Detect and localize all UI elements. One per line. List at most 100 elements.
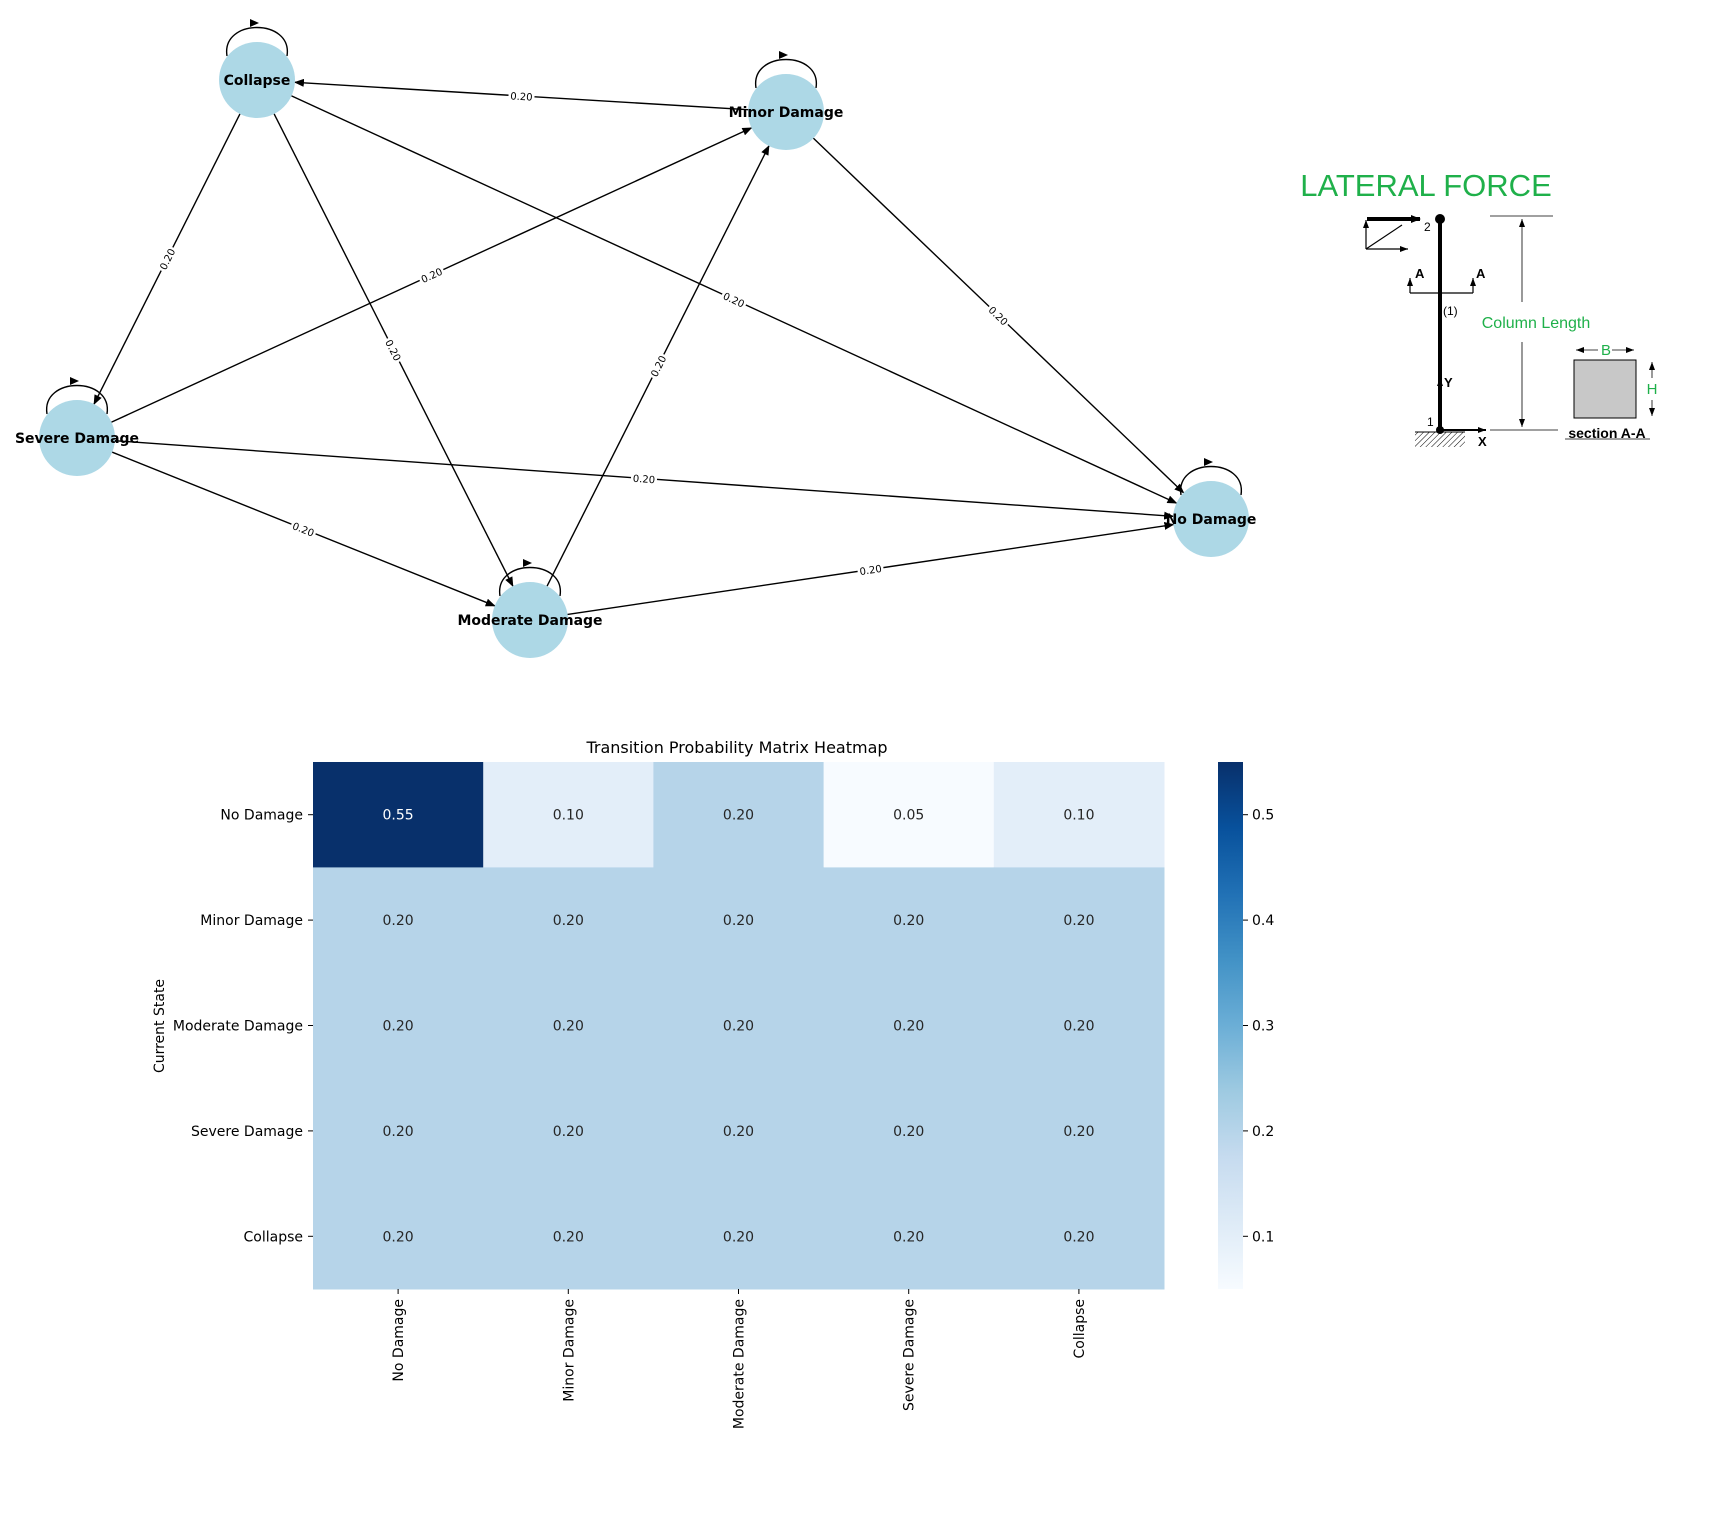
y-axis-label: Y: [1444, 375, 1453, 390]
heatmap-cell-value-1-1: 0.20: [553, 913, 584, 929]
heatmap-cell-0-1: [483, 762, 654, 868]
transition-heatmap: Transition Probability Matrix Heatmap 0.…: [152, 738, 1274, 1429]
heatmap-cell-value-3-4: 0.20: [1063, 1124, 1094, 1140]
heatmap-cell-value-4-2: 0.20: [723, 1229, 754, 1245]
heatmap-cell-value-2-3: 0.20: [893, 1019, 924, 1035]
graph-self-loops: [46, 19, 1242, 597]
heatmap-cell-1-1: [483, 867, 654, 974]
node-label-severe-damage: Severe Damage: [15, 431, 139, 447]
cut-label-left: A: [1415, 266, 1425, 281]
node-minor-damage: [748, 74, 824, 150]
heatmap-cell-2-1: [483, 972, 654, 1079]
heatmap-cell-2-0: [313, 972, 484, 1079]
heatmap-cell-0-3: [823, 762, 995, 868]
heatmap-cell-value-0-4: 0.10: [1063, 808, 1094, 824]
edge-collapse-to-severe-damage-label: 0.20: [158, 247, 178, 272]
col-label-minor-damage: Minor Damage: [561, 1299, 577, 1402]
section-width-label: B: [1601, 342, 1611, 359]
node-moderate-damage: [492, 582, 568, 658]
heatmap-cell-4-2: [653, 1183, 825, 1290]
heatmap-cell-3-3: [823, 1078, 995, 1185]
heatmap-cell-3-1: [483, 1078, 654, 1185]
col-label-moderate-damage: Moderate Damage: [732, 1299, 748, 1429]
heatmap-cell-value-2-1: 0.20: [553, 1019, 584, 1035]
edge-severe-damage-to-moderate-damage-label: 0.20: [291, 521, 316, 540]
y-axis-title: Current State: [152, 979, 168, 1073]
heatmap-cell-value-3-1: 0.20: [553, 1124, 584, 1140]
heatmap-cell-value-0-1: 0.10: [553, 808, 584, 824]
heatmap-cell-3-2: [653, 1078, 825, 1185]
self-loop-moderate-damage: [499, 566, 561, 597]
inset-title: LATERAL FORCE: [1300, 168, 1552, 203]
colorbar-tick-label-0-4: 0.4: [1252, 913, 1274, 929]
heatmap-cell-value-3-0: 0.20: [383, 1124, 414, 1140]
heatmap-cell-value-1-3: 0.20: [893, 913, 924, 929]
col-label-severe-damage: Severe Damage: [902, 1299, 918, 1411]
edge-severe-damage-to-no-damage-label: 0.20: [632, 474, 655, 487]
node-label-collapse: Collapse: [224, 73, 291, 89]
heatmap-title: Transition Probability Matrix Heatmap: [585, 738, 887, 757]
heatmap-cell-value-2-2: 0.20: [723, 1019, 754, 1035]
edge-moderate-damage-to-no-damage-label-bg: [856, 560, 885, 578]
heatmap-cell-value-1-4: 0.20: [1063, 913, 1094, 929]
column-length-label: Column Length: [1482, 315, 1591, 332]
section-height-label: H: [1647, 381, 1658, 398]
top-joint: [1435, 214, 1445, 224]
self-loop-arrow-minor-damage: [779, 51, 788, 59]
row-label-minor-damage: Minor Damage: [200, 913, 303, 929]
cut-label-right: A: [1476, 266, 1486, 281]
col-label-no-damage: No Damage: [391, 1299, 407, 1382]
self-loop-arrow-no-damage: [1204, 458, 1213, 466]
heatmap-cell-2-3: [823, 972, 995, 1079]
edge-collapse-to-no-damage-label-bg: [719, 287, 749, 311]
node-collapse: [219, 42, 295, 118]
heatmap-col-ticks: No Damage Minor Damage Moderate Damage Seve…: [391, 1289, 1088, 1429]
row-label-severe-damage: Severe Damage: [191, 1124, 303, 1140]
heatmap-cell-value-4-0: 0.20: [383, 1229, 414, 1245]
heatmap-cell-1-2: [653, 867, 825, 974]
colorbar-tick-label-0-1: 0.1: [1252, 1229, 1274, 1245]
self-loop-arrow-moderate-damage: [523, 559, 532, 567]
heatmap-cell-4-4: [993, 1183, 1165, 1290]
node-1-label: 1: [1427, 415, 1434, 429]
heatmap-cell-1-0: [313, 867, 484, 974]
node-label-moderate-damage: Moderate Damage: [457, 613, 602, 629]
row-label-no-damage: No Damage: [220, 808, 303, 824]
self-loop-severe-damage: [46, 384, 108, 415]
heatmap-cell-4-3: [823, 1183, 995, 1290]
heatmap-cell-value-2-0: 0.20: [383, 1019, 414, 1035]
colorbar-tick-label-0-3: 0.3: [1252, 1019, 1274, 1035]
heatmap-cell-value-2-4: 0.20: [1063, 1019, 1094, 1035]
graph-edges: 0.200.200.200.200.200.200.200.200.200.20: [93, 78, 1185, 620]
row-label-collapse: Collapse: [244, 1229, 304, 1245]
edge-severe-damage-to-no-damage-label-bg: [630, 470, 658, 486]
heatmap-cell-1-3: [823, 867, 995, 974]
heatmap-cell-0-4: [993, 762, 1165, 868]
colorbar-tick-label-0-2: 0.2: [1252, 1124, 1274, 1140]
fixed-support: [1415, 432, 1465, 447]
heatmap-cell-value-0-3: 0.05: [893, 808, 924, 824]
heatmap-cell-value-4-1: 0.20: [553, 1229, 584, 1245]
length-dimension: [1490, 215, 1558, 431]
node-label-minor-damage: Minor Damage: [729, 105, 844, 121]
local-axes-icon: [1363, 220, 1408, 252]
heatmap-cell-4-1: [483, 1183, 654, 1290]
heatmap-cell-3-4: [993, 1078, 1165, 1185]
edge-collapse-to-no-damage-label: 0.20: [721, 291, 746, 310]
node-severe-damage: [39, 400, 115, 476]
self-loop-collapse: [226, 26, 288, 57]
heatmap-cell-1-4: [993, 867, 1165, 974]
heatmap-cell-0-2: [653, 762, 825, 868]
self-loop-no-damage: [1180, 465, 1242, 496]
self-loop-minor-damage: [755, 58, 817, 89]
heatmap-cell-value-4-4: 0.20: [1063, 1229, 1094, 1245]
edge-severe-damage-to-moderate-damage-label-bg: [289, 517, 319, 540]
heatmap-cell-value-0-2: 0.20: [723, 808, 754, 824]
heatmap-cell-value-3-3: 0.20: [893, 1124, 924, 1140]
edge-severe-damage-to-minor-damage-label: 0.20: [420, 267, 445, 286]
colorbar-tick-label-0-5: 0.5: [1252, 808, 1274, 824]
